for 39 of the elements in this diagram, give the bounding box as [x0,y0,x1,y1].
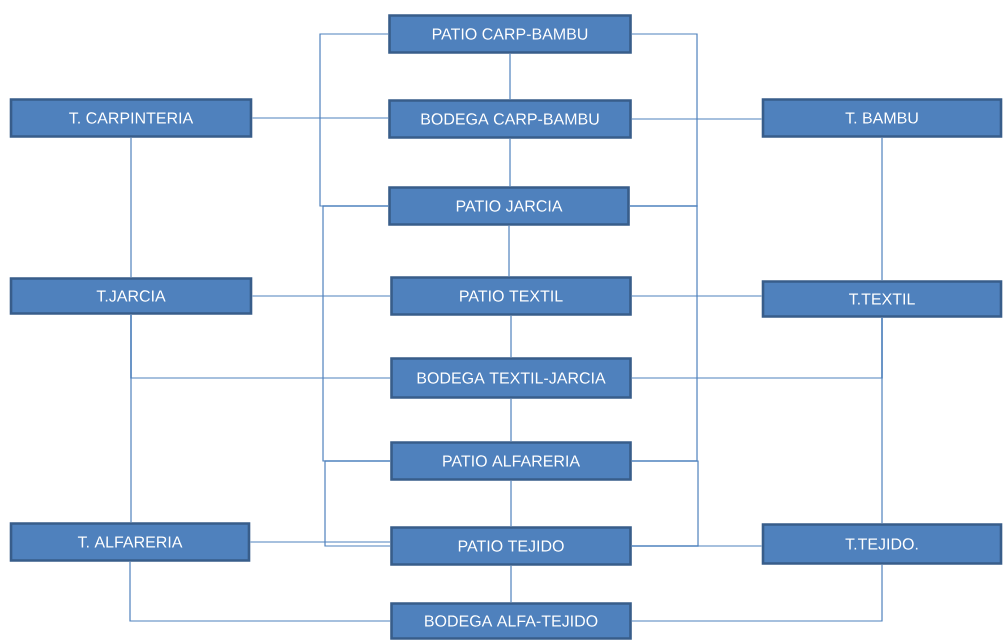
connector-line [509,53,511,100]
connector-line [324,460,391,547]
location-box: T. ALFARERIA [9,522,251,562]
connector-line [510,398,512,442]
connector-line [881,137,883,281]
connector-line [629,205,698,462]
connector-line [508,225,510,277]
connector-line [631,118,763,120]
location-box: T.TEJIDO. [761,523,1003,565]
location-box: PATIO TEXTIL [390,276,632,316]
location-box: PATIO JARCIA [388,186,630,226]
location-box: T.JARCIA [9,277,253,315]
location-box: BODEGA ALFA-TEJIDO [390,602,632,640]
connector-line [129,561,391,622]
connector-line [629,33,698,207]
connector-line [319,33,389,207]
connector-line [631,460,699,547]
connector-line [249,541,391,543]
connector-line [251,117,389,119]
location-box: BODEGA TEXTIL-JARCIA [390,357,632,399]
location-box: PATIO ALFARERIA [390,441,632,481]
connector-line [631,317,883,379]
connector-line [631,545,763,547]
connector-line [510,315,512,358]
connector-line [130,314,391,379]
location-box: T. BAMBU [761,98,1003,138]
connector-line [510,480,512,527]
connector-line [631,295,763,297]
connector-line [509,138,511,187]
location-box: PATIO TEJIDO [390,526,632,566]
location-box: BODEGA CARP-BAMBU [388,99,632,139]
location-box: T.TEXTIL [761,280,1003,318]
connector-line [251,295,391,297]
connector-line [322,205,391,462]
location-box: T. CARPINTERIA [9,98,253,138]
connector-line [130,137,132,278]
location-box: PATIO CARP-BAMBU [388,14,632,54]
connector-line [510,565,512,603]
connector-line [631,564,883,622]
